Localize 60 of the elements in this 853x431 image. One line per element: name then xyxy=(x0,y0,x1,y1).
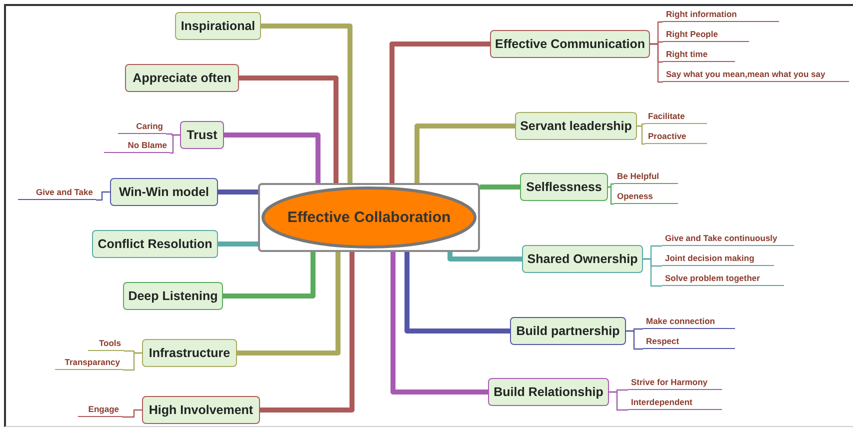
branch-line xyxy=(239,76,338,183)
subtopic-label: Transparancy xyxy=(55,355,123,370)
branch-line xyxy=(390,42,490,183)
subtopic-label: Tools xyxy=(88,336,124,351)
topic-box: Shared Ownership xyxy=(522,245,643,273)
subtopic-label: Openess xyxy=(614,189,678,204)
subtopic-label: No Blame xyxy=(104,138,170,153)
connector-line xyxy=(170,134,180,154)
topic-box: Inspirational xyxy=(175,12,261,40)
subtopic-label: Solve problem together xyxy=(662,271,784,286)
branch-line xyxy=(260,252,354,412)
branch-line xyxy=(218,242,258,246)
subtopic-label: Be Helpful xyxy=(614,169,678,184)
branch-line xyxy=(223,252,316,298)
subtopic-label: Right time xyxy=(663,47,735,62)
branch-line xyxy=(224,132,320,183)
connector-line xyxy=(626,330,643,350)
topic-box: Conflict Resolution xyxy=(92,230,218,258)
subtopic-label: Joint decision making xyxy=(662,251,774,266)
branch-line xyxy=(218,190,258,194)
subtopic-label: Right People xyxy=(663,27,749,42)
topic-box: Selflessness xyxy=(520,173,608,201)
connector-line xyxy=(637,125,645,145)
subtopic-label: Proactive xyxy=(645,129,707,144)
subtopic-label: Engage xyxy=(78,402,122,417)
topic-box: Appreciate often xyxy=(125,64,239,92)
topic-box: Infrastructure xyxy=(142,339,237,367)
branch-line xyxy=(404,252,510,334)
topic-box: Servant leadership xyxy=(515,112,637,140)
subtopic-label: Caring xyxy=(118,119,166,134)
topic-box: Effective Communication xyxy=(490,30,650,58)
subtopic-label: Interdependent xyxy=(628,395,722,410)
subtopic-label: Facilitate xyxy=(645,109,707,124)
branch-line xyxy=(414,124,515,183)
topic-box: Trust xyxy=(180,121,224,149)
topic-box: Build partnership xyxy=(510,317,626,345)
central-topic-label: Effective Collaboration xyxy=(287,209,451,226)
topic-box: Win-Win model xyxy=(110,178,218,206)
branch-line xyxy=(390,252,488,394)
connector-line xyxy=(609,391,628,411)
subtopic-label: Give and Take xyxy=(18,185,96,200)
branch-line xyxy=(480,184,520,190)
subtopic-label: Right information xyxy=(663,7,779,22)
connector-line xyxy=(123,352,142,371)
subtopic-label: Make connection xyxy=(643,314,735,329)
subtopic-label: Give and Take continuously xyxy=(662,231,794,246)
topic-box: Build Relationship xyxy=(488,378,609,406)
connector-line xyxy=(643,258,662,287)
connector-line xyxy=(608,186,614,205)
branch-line xyxy=(261,24,352,183)
subtopic-label: Say what you mean,mean what you say xyxy=(663,67,849,82)
topic-box: High Involvement xyxy=(142,396,260,424)
connector-line xyxy=(122,409,142,418)
branch-line xyxy=(237,252,340,356)
connector-line xyxy=(650,43,663,83)
subtopic-label: Strive for Harmony xyxy=(628,375,722,390)
subtopic-label: Respect xyxy=(643,334,735,349)
connector-line xyxy=(96,191,110,201)
branch-line xyxy=(448,252,522,262)
topic-box: Deep Listening xyxy=(123,282,223,310)
